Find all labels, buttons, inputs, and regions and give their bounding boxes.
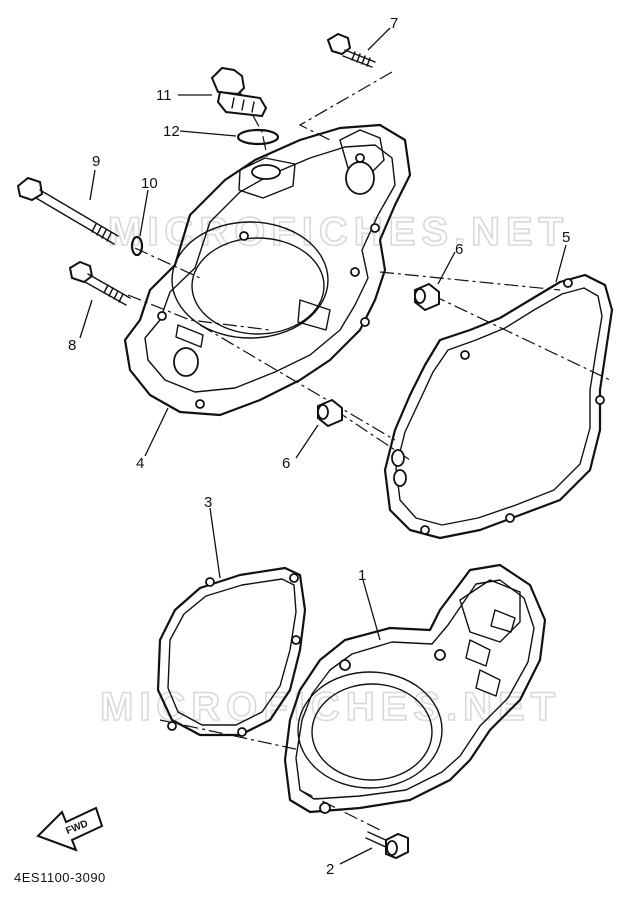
- watermark-top: MICROFICHES.NET: [108, 210, 569, 254]
- o-ring-part-12[interactable]: [236, 128, 280, 146]
- callout-5: 5: [562, 229, 570, 246]
- gasket-part-5[interactable]: [383, 273, 614, 540]
- filler-plug-part-11[interactable]: [210, 66, 268, 118]
- leader-lines: [79, 27, 567, 865]
- callout-12: 12: [163, 123, 180, 140]
- callout-7: 7: [390, 15, 398, 32]
- short-bolt-part-8[interactable]: [68, 260, 131, 306]
- callout-6-lower: 6: [282, 455, 290, 472]
- gasket-part-3[interactable]: [156, 566, 307, 737]
- callouts: 7 11 12 9 10 8 4 5 6 6 3 1 2: [68, 15, 570, 878]
- callout-6-upper: 6: [455, 241, 463, 258]
- crankcase-cover-part-4[interactable]: [123, 123, 412, 417]
- callout-2: 2: [326, 861, 334, 878]
- callout-11: 11: [156, 87, 172, 104]
- callout-3: 3: [204, 494, 212, 511]
- callout-9: 9: [92, 153, 100, 170]
- washer-part-10[interactable]: [130, 235, 144, 257]
- screw-part-2[interactable]: [365, 831, 409, 860]
- callout-4: 4: [136, 455, 144, 472]
- callout-8: 8: [68, 337, 76, 354]
- generator-cover-part-1[interactable]: [283, 563, 547, 814]
- dowel-pin-part-6-lower[interactable]: [317, 398, 343, 428]
- callout-10: 10: [141, 175, 158, 192]
- fwd-arrow-icon: FWD: [36, 806, 104, 852]
- bolt-part-7[interactable]: [326, 32, 376, 68]
- long-bolt-part-9[interactable]: [16, 176, 119, 245]
- diagram-code: 4ES1100-3090: [14, 870, 106, 885]
- dowel-pin-part-6-upper[interactable]: [414, 282, 440, 312]
- callout-1: 1: [358, 567, 366, 584]
